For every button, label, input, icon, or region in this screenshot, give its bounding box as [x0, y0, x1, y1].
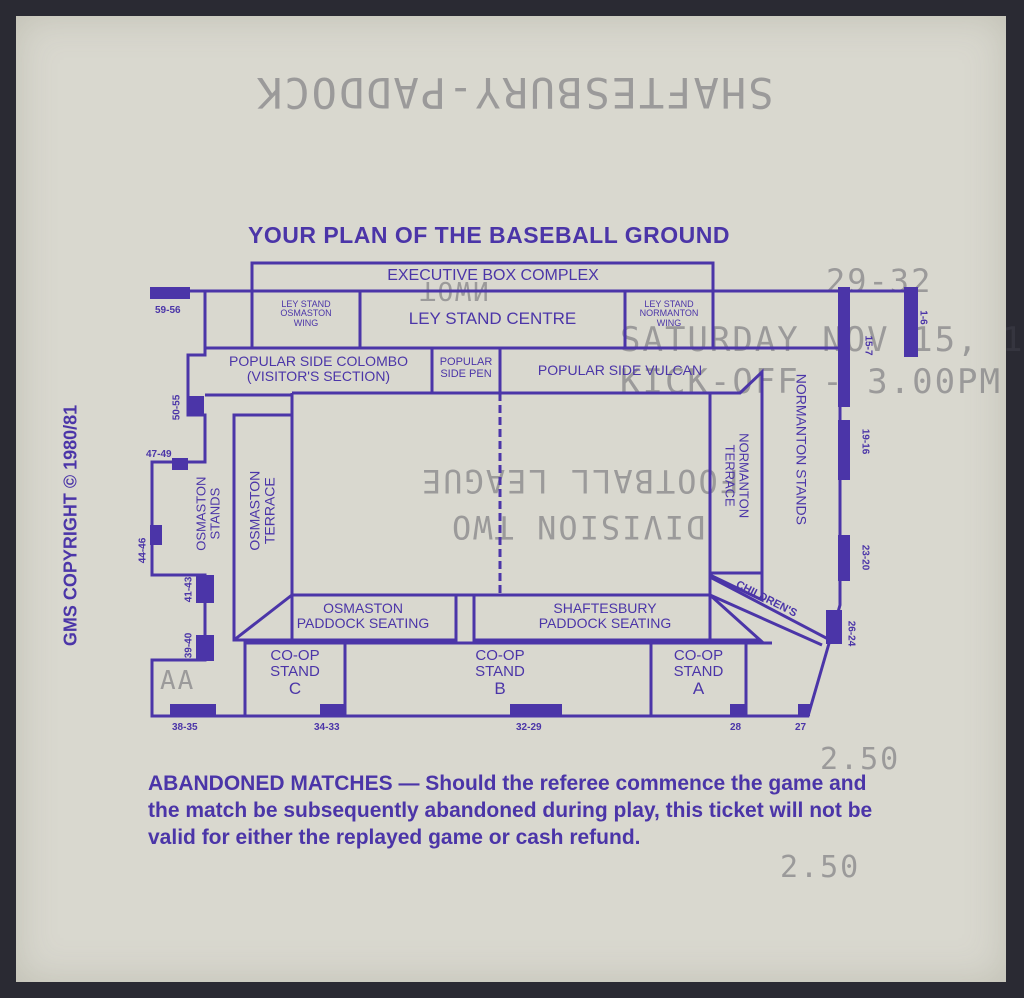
gate-44-46: 44-46 [137, 537, 149, 564]
label-ley-osmaston-wing: LEY STAND OSMASTON WING [252, 299, 360, 328]
turnstiles [150, 287, 918, 716]
ley-normanton-line1: LEY STAND [644, 299, 694, 309]
normanton-terrace-line2: TERRACE [723, 444, 738, 507]
gate-23-20: 23-20 [859, 544, 871, 571]
shaftesbury-paddock-line2: PADDOCK SEATING [538, 614, 672, 631]
abandoned-matches-notice: ABANDONED MATCHES — Should the referee c… [148, 770, 888, 851]
label-osmaston-paddock: OSMASTON PADDOCK SEATING [270, 601, 456, 630]
ley-normanton-line2: NORMANTON [639, 308, 699, 319]
osmaston-stands-line1: OSMASTON [193, 476, 209, 551]
popular-colombo-line2: (VISITOR'S SECTION) [246, 367, 391, 384]
gate-1-6: 1-6 [917, 310, 929, 325]
plan-title: YOUR PLAN OF THE BASEBALL GROUND [248, 222, 730, 248]
osmaston-terrace-line1: OSMASTON [246, 470, 263, 551]
label-ley-stand-centre: LEY STAND CENTRE [408, 309, 577, 328]
osmaston-terrace-line2: TERRACE [261, 477, 277, 545]
abandoned-heading: ABANDONED MATCHES — [148, 772, 420, 795]
gate-41-43: 41-43 [183, 576, 195, 603]
gate-32-29: 32-29 [516, 722, 542, 733]
coop-c-line1: CO-OP [270, 647, 320, 664]
gate-28: 28 [730, 722, 742, 733]
label-popular-colombo: POPULAR SIDE COLOMBO (VISITOR'S SECTION) [205, 354, 432, 383]
popular-colombo-line1: POPULAR SIDE COLOMBO [229, 353, 408, 369]
coop-c-line3: C [288, 678, 302, 698]
osmaston-paddock-line2: PADDOCK SEATING [296, 614, 430, 631]
label-ley-normanton-wing: LEY STAND NORMANTON WING [625, 299, 713, 328]
coop-a-line3: A [692, 678, 705, 698]
gate-59-56: 59-56 [155, 305, 181, 316]
ley-osmaston-line3: WING [293, 317, 319, 328]
coop-b-line2: STAND [475, 662, 525, 680]
label-osmaston-stands: OSMASTON STANDS [193, 454, 222, 574]
gate-26-24: 26-24 [845, 620, 857, 647]
gate-50-55: 50-55 [171, 394, 183, 421]
gate-27: 27 [795, 722, 807, 733]
gate-39-40: 39-40 [183, 632, 195, 659]
coop-b-line1: CO-OP [475, 647, 525, 664]
normanton-terrace-line1: NORMANTON [736, 433, 752, 519]
gate-34-33: 34-33 [314, 722, 340, 733]
label-exec-box: EXECUTIVE BOX COMPLEX [387, 267, 599, 284]
shaftesbury-paddock-line1: SHAFTESBURY [553, 600, 657, 616]
normanton-terrace-outline [709, 368, 764, 603]
osmaston-paddock-line1: OSMASTON [323, 600, 403, 616]
label-popular-side-pen: POPULAR SIDE PEN [432, 356, 500, 380]
label-coop-stand-a: CO-OP STAND A [651, 648, 746, 697]
label-popular-vulcan: POPULAR SIDE VULCAN [537, 362, 703, 378]
ley-osmaston-line1: LEY STAND [281, 299, 331, 309]
ley-normanton-line3: WING [656, 317, 682, 328]
label-coop-stand-c: CO-OP STAND C [245, 648, 345, 697]
popular-pen-line1: POPULAR [439, 356, 493, 368]
label-coop-stand-b: CO-OP STAND B [420, 648, 580, 697]
outer-west-wall [150, 291, 245, 718]
coop-b-line3: B [494, 678, 506, 698]
coop-c-line2: STAND [270, 662, 320, 680]
label-shaftesbury-paddock: SHAFTESBURY PADDOCK SEATING [500, 601, 710, 630]
ley-osmaston-line2: OSMASTON [280, 308, 332, 319]
gate-38-35: 38-35 [172, 722, 198, 733]
childrens-outline [709, 575, 831, 642]
osmaston-paddock-outline [233, 593, 458, 642]
gate-15-7: 15-7 [862, 335, 874, 356]
coop-a-line2: STAND [673, 662, 724, 680]
label-osmaston-terrace: OSMASTON TERRACE [246, 441, 277, 581]
label-normanton-stands: NORMANTON STANDS [793, 373, 810, 525]
gate-47-49: 47-49 [146, 449, 172, 460]
coop-stand-a-outline [649, 641, 748, 718]
osmaston-stands-line2: STANDS [207, 487, 222, 540]
coop-a-line1: CO-OP [673, 647, 724, 664]
copyright-notice: GMS COPYRIGHT © 1980/81 [60, 404, 81, 647]
popular-pen-line2: SIDE PEN [440, 367, 492, 380]
label-normanton-terrace: NORMANTON TERRACE [723, 411, 752, 541]
gate-19-16: 19-16 [859, 428, 871, 455]
abandoned-text: Should the referee commence the game and… [148, 772, 873, 849]
